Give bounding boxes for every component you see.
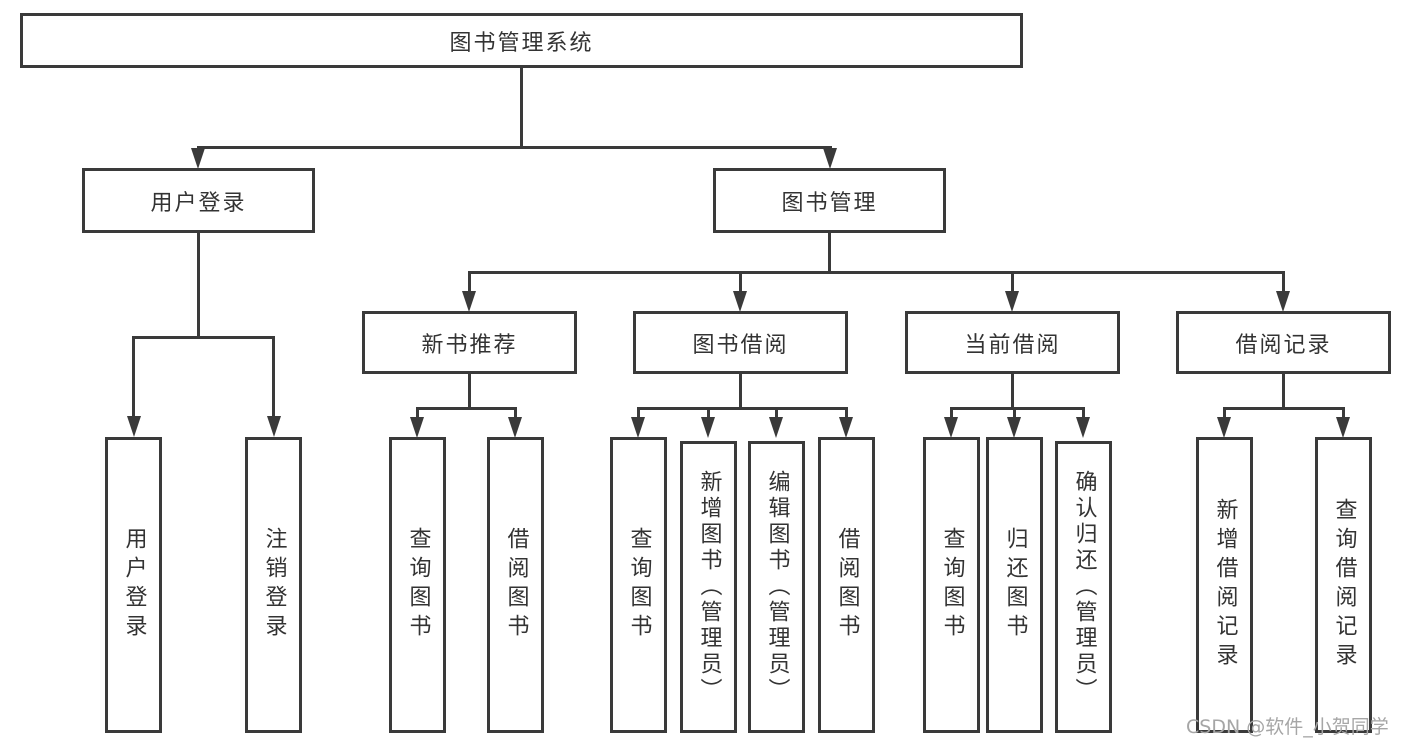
arrow-to-cb-return [1007,417,1021,438]
leaf-nbr-borrow-books-label: 借阅图书 [503,527,529,643]
arrow-to-leaf-logout [267,416,281,437]
leaf-nbr-query-books: 查询图书 [389,437,446,733]
connector-branch-new-book-rec [468,271,471,293]
arrow-to-borrow-records [1276,291,1290,312]
connector-borrow-records-stem [1282,372,1285,407]
connector-root-stem [520,66,523,146]
leaf-cb-query-books-label: 查询图书 [939,527,965,643]
leaf-logout-label: 注销登录 [261,527,287,643]
connector-book-borrow-rail [637,407,848,410]
connector-level1-rail [197,146,832,149]
arrow-to-bb-add [701,417,715,438]
connector-current-borrow-branch-1 [950,407,953,419]
leaf-nbr-query-books-label: 查询图书 [405,527,431,643]
connector-book-borrow-branch-1 [637,407,640,419]
arrow-to-user-login [191,148,205,169]
leaf-bb-edit-books-admin: 编辑图书（管理员） [748,441,805,733]
node-root: 图书管理系统 [20,13,1023,68]
arrow-to-new-book-rec [462,291,476,312]
node-book-mgmt: 图书管理 [713,168,946,233]
connector-book-borrow-branch-3 [775,407,778,419]
arrow-to-leaf-user-login [127,416,141,437]
connector-borrow-records-branch-2 [1342,407,1345,419]
arrow-to-book-mgmt [823,148,837,169]
csdn-watermark: CSDN @软件_小贺同学 [1186,716,1389,738]
node-new-book-rec: 新书推荐 [362,311,577,374]
arrow-to-current-borrow [1005,291,1019,312]
connector-user-login-rail [132,336,275,339]
arrow-to-nbr-borrow [508,417,522,438]
leaf-bb-add-books-admin: 新增图书（管理员） [680,441,737,733]
arrow-to-bb-borrow [839,417,853,438]
leaf-br-query-record-label: 查询借阅记录 [1331,498,1357,672]
leaf-user-login-label: 用户登录 [121,527,147,643]
arrow-to-cb-confirm [1076,417,1090,438]
leaf-bb-edit-books-admin-label: 编辑图书（管理员） [764,470,790,704]
connector-borrow-records-branch-1 [1223,407,1226,419]
connector-new-book-rec-rail [416,407,517,410]
connector-borrow-records-rail [1223,407,1345,410]
connector-level2-rail [468,271,1285,274]
leaf-cb-confirm-return-admin: 确认归还（管理员） [1055,441,1112,733]
connector-user-login-branch-1 [132,336,135,418]
connector-current-borrow-branch-3 [1082,407,1085,419]
leaf-cb-return-books: 归还图书 [986,437,1043,733]
arrow-to-book-borrow [733,291,747,312]
node-user-login: 用户登录 [82,168,315,233]
connector-user-login-stem [197,231,200,336]
connector-book-mgmt-stem [828,231,831,271]
connector-book-borrow-branch-4 [845,407,848,419]
connector-new-book-rec-branch-2 [514,407,517,419]
leaf-br-add-record: 新增借阅记录 [1196,437,1253,733]
arrow-to-cb-query [944,417,958,438]
connector-new-book-rec-stem [468,372,471,407]
arrow-to-bb-query [631,417,645,438]
leaf-cb-confirm-return-admin-label: 确认归还（管理员） [1071,470,1097,704]
leaf-bb-add-books-admin-label: 新增图书（管理员） [696,470,722,704]
leaf-nbr-borrow-books: 借阅图书 [487,437,544,733]
leaf-bb-borrow-books-label: 借阅图书 [834,527,860,643]
leaf-br-add-record-label: 新增借阅记录 [1212,498,1238,672]
connector-branch-current-borrow [1011,271,1014,293]
connector-branch-borrow-records [1282,271,1285,293]
arrow-to-bb-edit [769,417,783,438]
arrow-to-br-query [1336,417,1350,438]
leaf-bb-borrow-books: 借阅图书 [818,437,875,733]
node-book-borrow: 图书借阅 [633,311,848,374]
leaf-bb-query-books: 查询图书 [610,437,667,733]
leaf-br-query-record: 查询借阅记录 [1315,437,1372,733]
leaf-user-login: 用户登录 [105,437,162,733]
leaf-bb-query-books-label: 查询图书 [626,527,652,643]
leaf-logout: 注销登录 [245,437,302,733]
connector-user-login-branch-2 [272,336,275,418]
node-borrow-records: 借阅记录 [1176,311,1391,374]
connector-book-borrow-stem [739,372,742,407]
arrow-to-nbr-query [410,417,424,438]
leaf-cb-return-books-label: 归还图书 [1002,527,1028,643]
arrow-to-br-add [1217,417,1231,438]
connector-branch-book-borrow [739,271,742,293]
connector-current-borrow-stem [1011,372,1014,407]
leaf-cb-query-books: 查询图书 [923,437,980,733]
node-current-borrow: 当前借阅 [905,311,1120,374]
connector-new-book-rec-branch-1 [416,407,419,419]
connector-current-borrow-branch-2 [1013,407,1016,419]
connector-book-borrow-branch-2 [707,407,710,419]
connector-current-borrow-rail [950,407,1085,410]
